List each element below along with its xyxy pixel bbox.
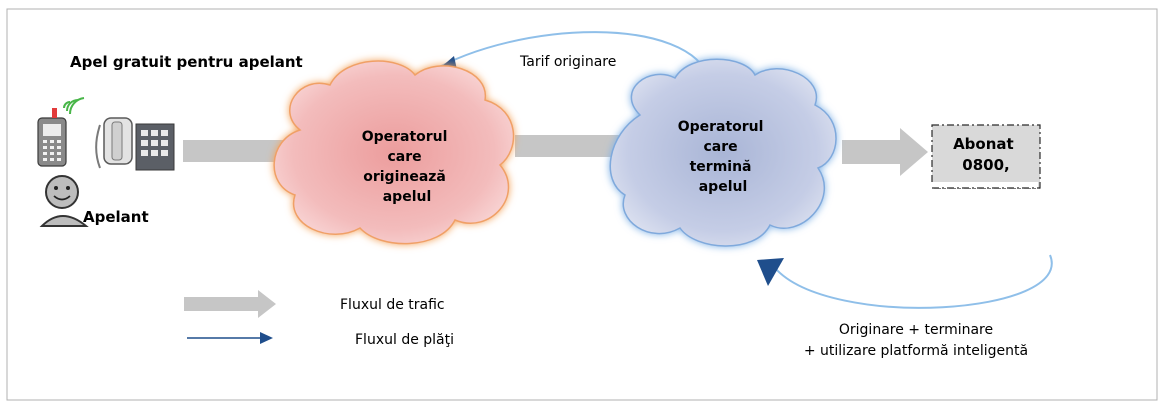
origin-cloud-line-3: originează [363,169,446,185]
diagram-title: Apel gratuit pentru apelant [70,53,303,71]
term-cloud-text: Operatorul care termină apelul [678,119,769,195]
payment-arrowhead-bottom [757,258,784,286]
traffic-arrow-origin-term [515,135,620,157]
origin-operator-cloud [273,60,515,245]
origin-cloud-line-1: Operatorul [362,129,448,145]
traffic-arrow-caller-origin [183,140,293,162]
origin-cloud-line-4: apelul [383,189,432,205]
term-cloud-line-4: apelul [699,179,748,195]
legend-payment-label: Fluxul de plăţi [355,332,454,348]
person-icon [39,175,89,227]
diagram-frame [6,8,1158,401]
caller-label: Apelant [83,208,149,226]
mobile-phone-icon [37,108,67,167]
origin-cloud-text: Operatorul care originează apelul [362,129,453,205]
signal-waves-icon [63,97,85,115]
origin-cloud-line-2: care [387,149,421,165]
payment-label-top: Tarif originare [519,54,616,70]
payment-label-bottom-2: + utilizare platformă inteligentă [804,343,1028,359]
term-cloud-line-3: termină [690,159,752,175]
svg-text:Abonat 0800,: Abonat 0800, [953,135,1019,174]
legend-payment-arrowhead [260,332,273,344]
subscriber-box: Abonat 0800, [928,124,1041,189]
subscriber-line-1: Abonat [953,135,1014,153]
term-cloud-line-2: care [703,139,737,155]
payment-curve-top [429,31,711,81]
payment-curve-bottom [774,254,1053,309]
term-cloud-line-1: Operatorul [678,119,764,135]
traffic-arrow-term-subscriber [842,128,928,176]
term-operator-cloud [609,58,837,247]
legend-traffic-label: Fluxul de trafic [340,297,445,313]
desk-phone-icon [94,117,178,172]
payment-label-bottom-1: Originare + terminare [839,322,993,338]
legend-traffic-arrow [184,290,276,318]
subscriber-line-2: 0800, [962,156,1009,174]
